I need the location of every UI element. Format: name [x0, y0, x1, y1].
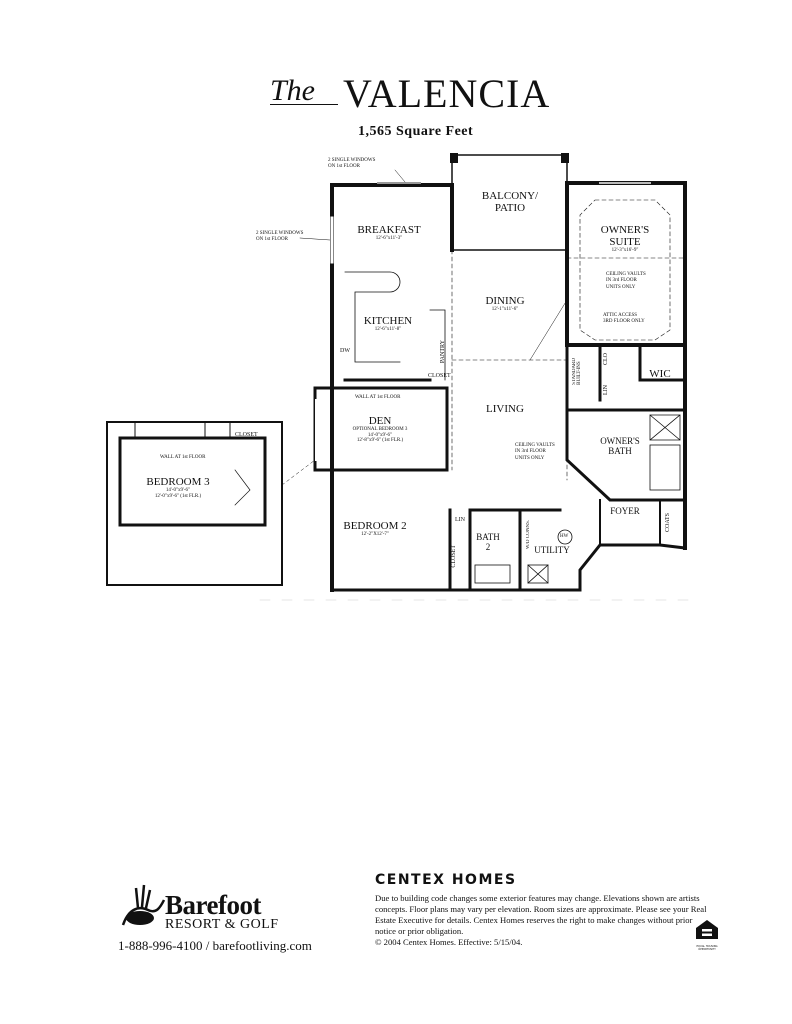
- room-name: BREAKFAST: [357, 224, 421, 236]
- windows-note-top: 2 SINGLE WINDOWS ON 1st FLOOR: [328, 158, 376, 170]
- label-builtins: STANDARD BUILT-INS: [572, 358, 582, 385]
- room-dim: 12'-1"x11'-6": [491, 307, 519, 313]
- room-owners-bath: OWNER'S BATH: [600, 436, 640, 456]
- attic-note: ATTIC ACCESS 3RD FLOOR ONLY: [603, 313, 645, 325]
- room-sub: OPTIONAL BEDROOM 3: [352, 427, 408, 433]
- room-name: DINING: [485, 295, 525, 307]
- barefoot-logo-heron-icon: [121, 884, 166, 926]
- room-dim: 12'-6"x11'-3": [375, 236, 403, 242]
- contact-info: 1-888-996-4100 / barefootliving.com: [118, 938, 312, 953]
- label-clo: CLO: [603, 353, 609, 365]
- room-name: BEDROOM 3: [146, 476, 210, 488]
- room-name: DEN: [368, 415, 392, 427]
- room-dim: 12'-3"x16'-9": [611, 248, 639, 254]
- eho-text: EQUAL HOUSING OPPORTUNITY: [696, 945, 718, 951]
- label-pantry: PANTRY: [440, 340, 446, 364]
- disclaimer: Due to building code changes some exteri…: [375, 893, 720, 948]
- plan-title: VALENCIA: [343, 71, 551, 116]
- label-closet-bed2: CLOSET: [451, 545, 457, 568]
- living-ceiling-note: CEILING VAULTS IN 3rd FLOOR UNITS ONLY: [515, 443, 555, 461]
- room-living: LIVING: [486, 403, 524, 415]
- windows-note-left: 2 SINGLE WINDOWS ON 1st FLOOR: [256, 231, 304, 243]
- equal-housing-icon: EQUAL HOUSING OPPORTUNITY: [694, 918, 720, 951]
- room-dim: 14'-0"x9'-6": [165, 488, 191, 494]
- room-dim: 14'-0"x9'-6": [367, 432, 393, 438]
- room-wic: WIC: [649, 368, 671, 380]
- builder-name: CENTEX HOMES: [375, 872, 517, 888]
- room-utility: UTILITY: [534, 545, 570, 555]
- label-wd: W/D CONNS.: [526, 520, 531, 550]
- room-dim: 12'-2"X12'-7": [361, 532, 389, 538]
- label-closet-bed3: CLOSET: [235, 432, 258, 438]
- room-name: BEDROOM 2: [343, 520, 407, 532]
- copyright: © 2004 Centex Homes. Effective: 5/15/04.: [375, 937, 523, 947]
- room-name: KITCHEN: [363, 315, 413, 327]
- square-feet: 1,565 Square Feet: [358, 124, 474, 139]
- room-bath2: BATH 2: [476, 532, 500, 552]
- label-closet-kitchen: CLOSET: [428, 373, 451, 379]
- title-prefix: The: [270, 74, 315, 107]
- room-dim: 12'-6"x11'-8": [374, 327, 402, 333]
- label-hw: HW: [560, 534, 569, 539]
- label-coats: COATS: [665, 513, 671, 533]
- den-wall-note: WALL AT 1st FLOOR: [355, 395, 401, 400]
- bed3-wall-note: WALL AT 1st FLOOR: [160, 455, 206, 460]
- room-dim-1st-floor: 12'-8"x9'-6" (1st FLR.): [356, 438, 404, 444]
- disclaimer-text: Due to building code changes some exteri…: [375, 893, 707, 936]
- logo-subtitle: RESORT & GOLF: [165, 917, 279, 932]
- room-dim-1st-floor: 12'-0"x9'-6" (1st FLR.): [154, 493, 202, 499]
- title-underline: [270, 104, 338, 105]
- room-balcony: BALCONY/ PATIO: [481, 190, 539, 215]
- room-name: OWNER'S SUITE: [600, 224, 650, 249]
- room-foyer: FOYER: [610, 506, 640, 516]
- owner-ceiling-note: CEILING VAULTS IN 3rd FLOOR UNITS ONLY: [606, 272, 646, 290]
- logo-name: Barefoot: [165, 890, 261, 920]
- label-dw: DW: [340, 348, 350, 354]
- label-lin-bath2: LIN: [455, 517, 465, 523]
- label-lin-owner: LIN: [603, 385, 609, 395]
